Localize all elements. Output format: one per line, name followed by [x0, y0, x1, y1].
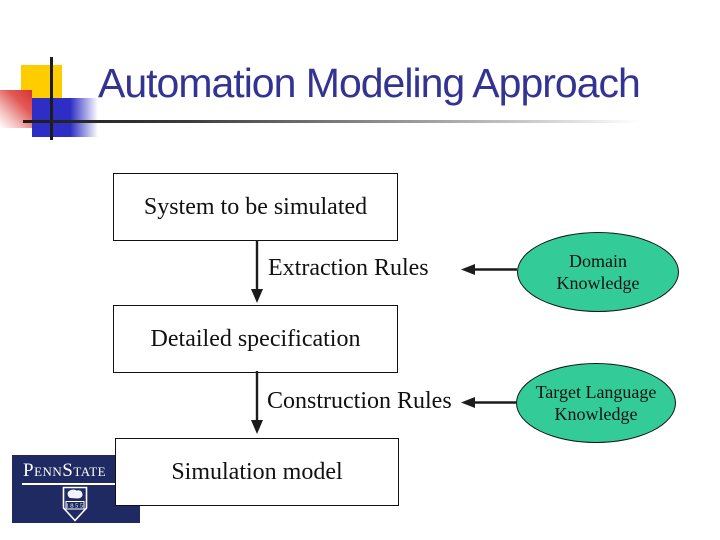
title-underline-rule — [23, 120, 660, 123]
domain-knowledge-line2: Knowledge — [556, 273, 640, 293]
logo-underline — [22, 483, 138, 485]
arrow-system-to-detailed — [251, 240, 263, 303]
system-box-label: System to be simulated — [143, 193, 368, 220]
system-box: System to be simulated — [113, 173, 398, 241]
arrow-target-to-construction — [461, 397, 516, 408]
arrow-detailed-to-simulation — [251, 371, 263, 434]
decor-vertical-line — [50, 57, 53, 140]
penn-state-shield-icon: 1855 — [62, 486, 88, 522]
domain-knowledge-ellipse: Domain Knowledge — [517, 232, 679, 312]
target-knowledge-line2: Knowledge — [554, 404, 638, 424]
target-knowledge-line1: Target Language — [535, 382, 657, 402]
lion-head-mark — [67, 489, 83, 499]
domain-knowledge-line1: Domain — [569, 251, 627, 271]
penn-state-wordmark: PennState — [23, 460, 107, 481]
simulation-model-label: Simulation model — [171, 458, 343, 485]
construction-rules-label: Construction Rules — [267, 388, 452, 414]
target-knowledge-ellipse: Target Language Knowledge — [516, 363, 676, 443]
detailed-specification-box: Detailed specification — [113, 305, 398, 373]
simulation-model-box: Simulation model — [115, 438, 399, 506]
arrow-domain-to-extraction — [461, 264, 517, 275]
shield-year: 1855 — [66, 503, 85, 510]
extraction-rules-label: Extraction Rules — [268, 255, 429, 281]
detailed-specification-label: Detailed specification — [150, 325, 361, 352]
slide-title: Automation Modeling Approach — [98, 60, 641, 106]
decor-blue-square — [32, 98, 98, 137]
